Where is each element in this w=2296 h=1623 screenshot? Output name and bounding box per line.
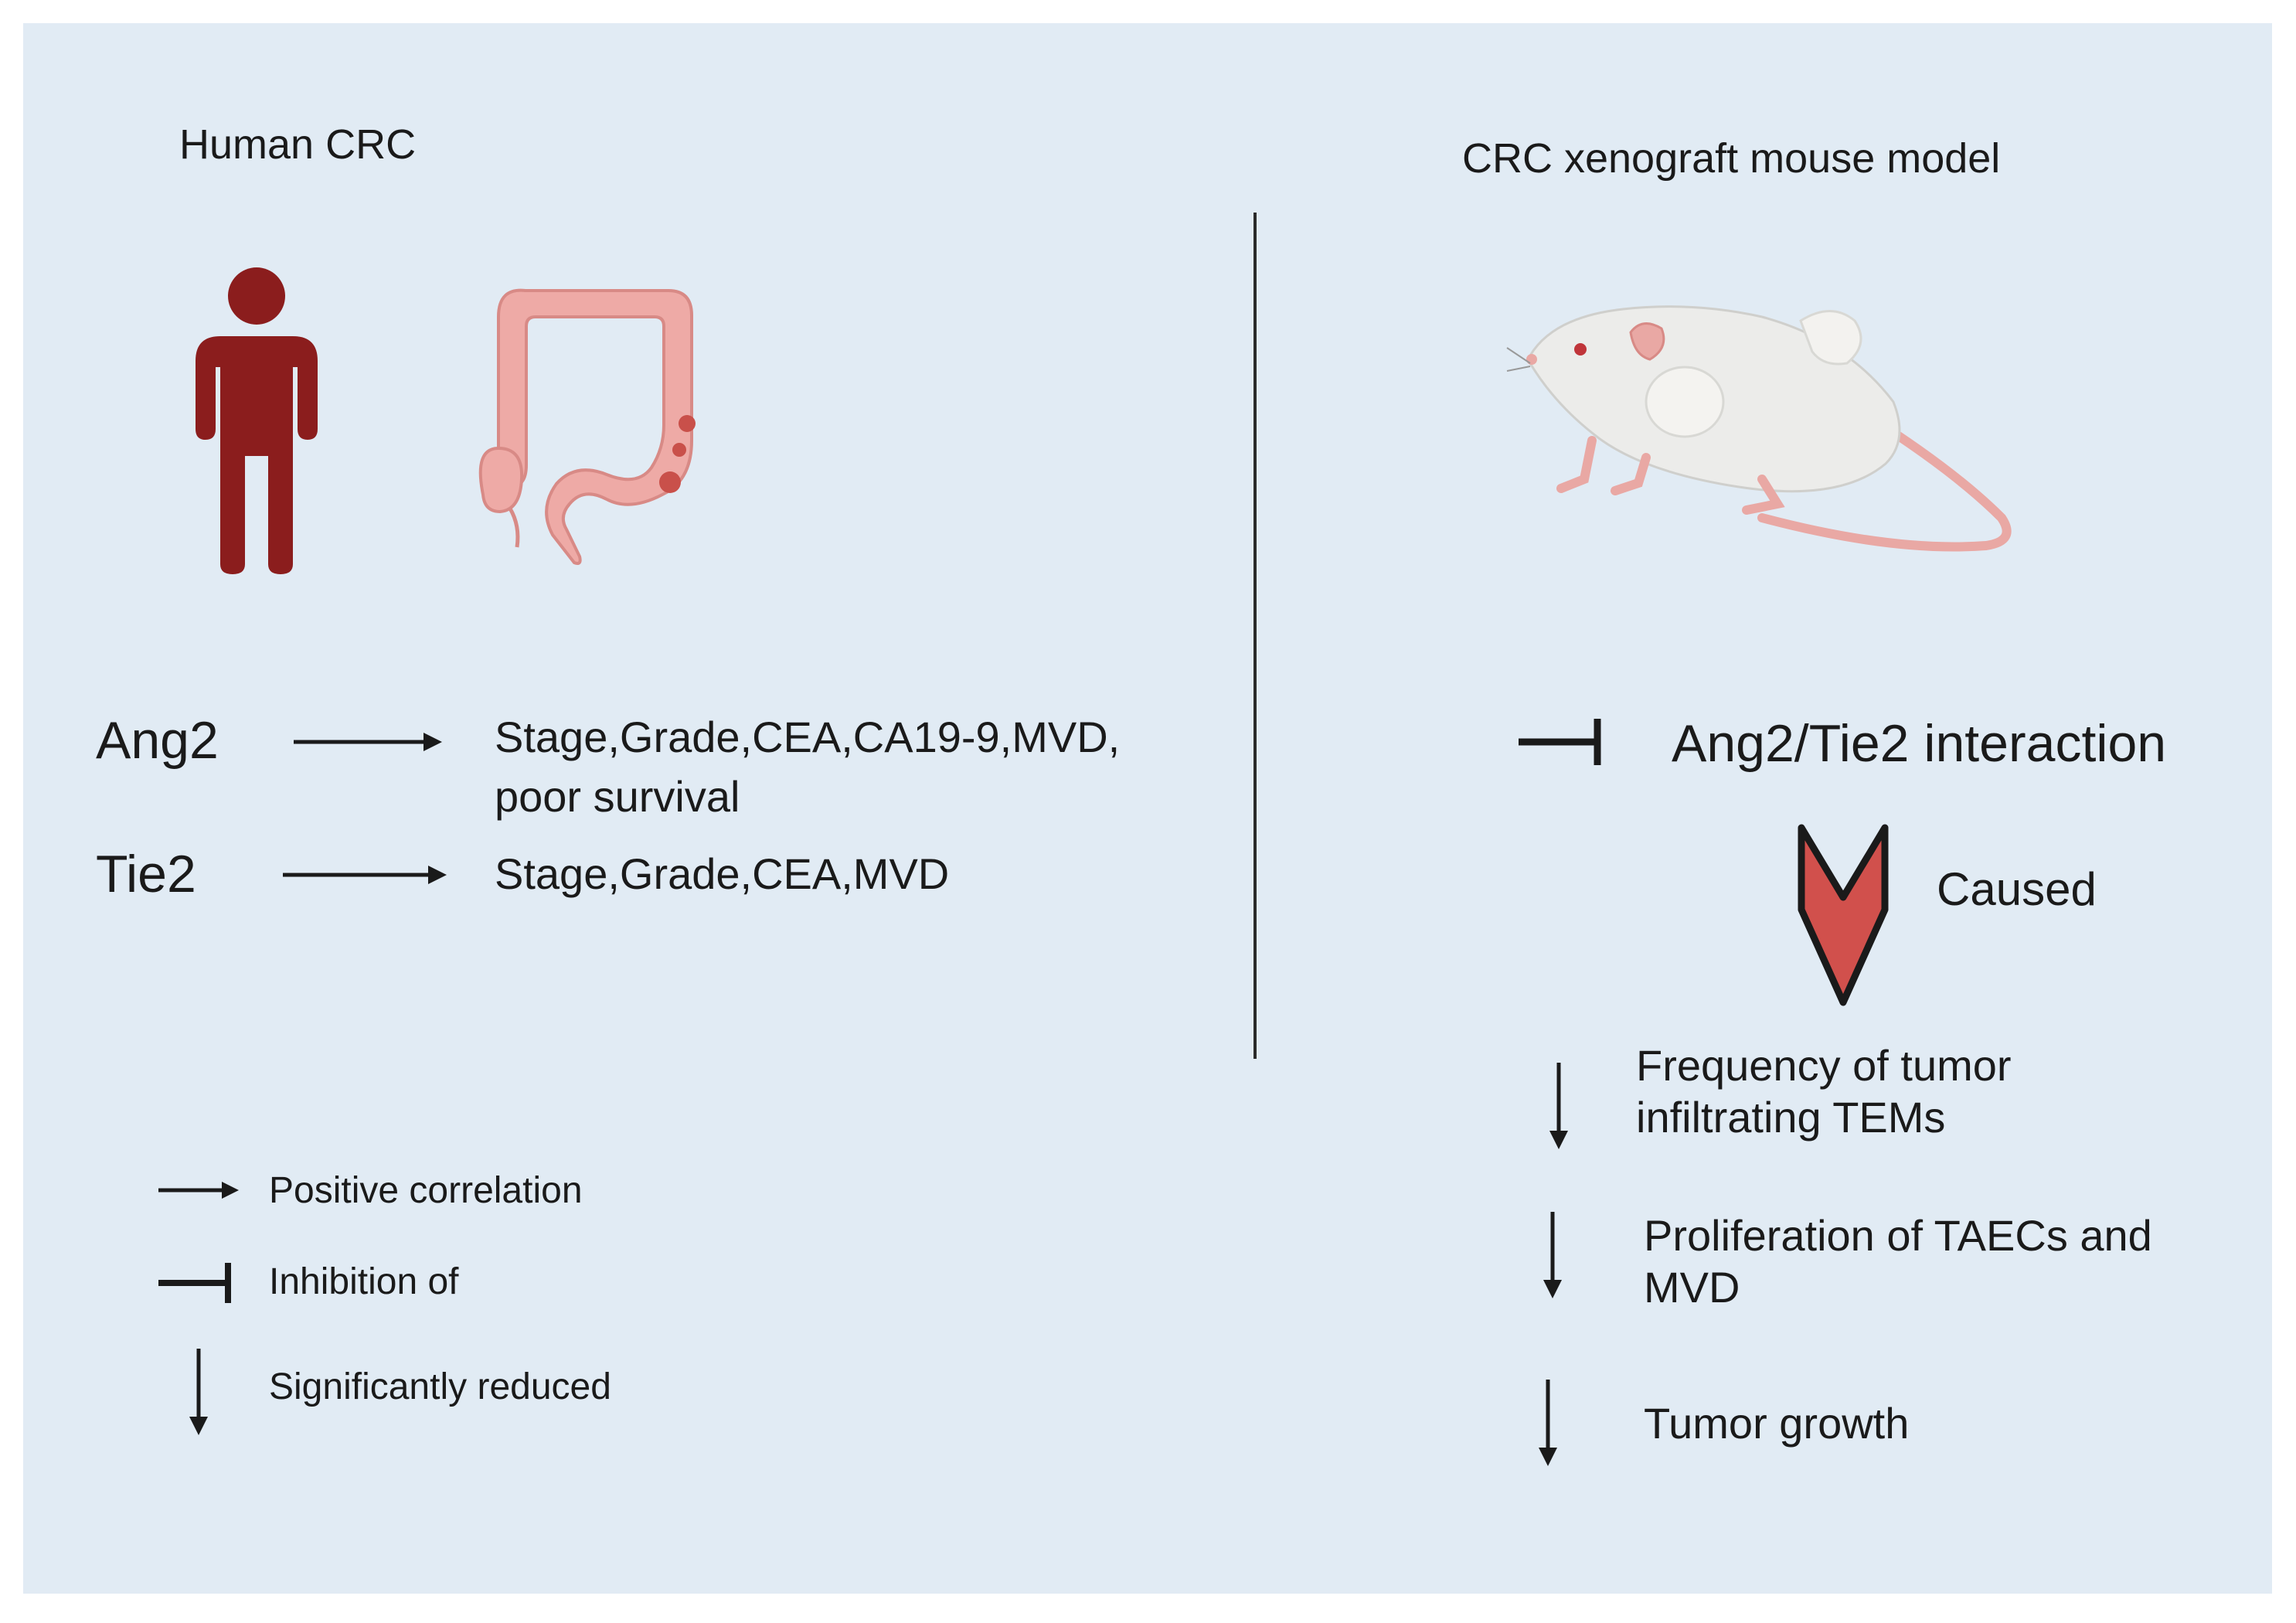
outcome-2-line2: MVD — [1644, 1263, 1740, 1312]
outcome-3-label: Tumor growth — [1644, 1399, 1910, 1448]
legend-positive-correlation: Positive correlation — [269, 1170, 583, 1211]
outcome-1-line2: infiltrating TEMs — [1636, 1093, 1946, 1142]
inhibition-icon — [1519, 719, 1601, 765]
human-crc-title: Human CRC — [179, 121, 417, 168]
ang2-targets-line2: poor survival — [495, 772, 740, 821]
outcome-3-down-arrow-icon — [1539, 1380, 1557, 1466]
outcome-1-line1: Frequency of tumor — [1636, 1041, 2012, 1090]
figure-panel — [23, 23, 2272, 1594]
legend-right-arrow-icon — [158, 1182, 239, 1199]
tie2-right-arrow-icon — [283, 866, 447, 884]
outcome-1-down-arrow-icon — [1549, 1063, 1568, 1149]
section-divider — [1253, 213, 1257, 1059]
mouse-model-title: CRC xenograft mouse model — [1462, 135, 2001, 182]
ang2-label: Ang2 — [96, 711, 219, 770]
legend-significantly-reduced: Significantly reduced — [269, 1366, 611, 1407]
legend-inhibition: Inhibition of — [269, 1261, 459, 1302]
human-figure-icon — [196, 267, 318, 574]
ang2-targets-line1: Stage,Grade,CEA,CA19-9,MVD, — [495, 713, 1121, 761]
mouse-icon — [1506, 305, 2012, 552]
outcome-2-down-arrow-icon — [1543, 1212, 1562, 1298]
caused-label: Caused — [1937, 863, 2097, 915]
tie2-targets: Stage,Grade,CEA,MVD — [495, 849, 950, 898]
inhibition-target-label: Ang2/Tie2 interaction — [1672, 714, 2167, 773]
legend-down-arrow-icon — [189, 1349, 208, 1435]
ang2-right-arrow-icon — [294, 733, 442, 751]
legend-inhibition-icon — [158, 1263, 231, 1303]
colon-icon — [478, 288, 696, 565]
outcome-2-line1: Proliferation of TAECs and — [1644, 1211, 2152, 1260]
tie2-label: Tie2 — [96, 845, 196, 903]
caused-chevron-icon — [1798, 824, 1889, 1006]
